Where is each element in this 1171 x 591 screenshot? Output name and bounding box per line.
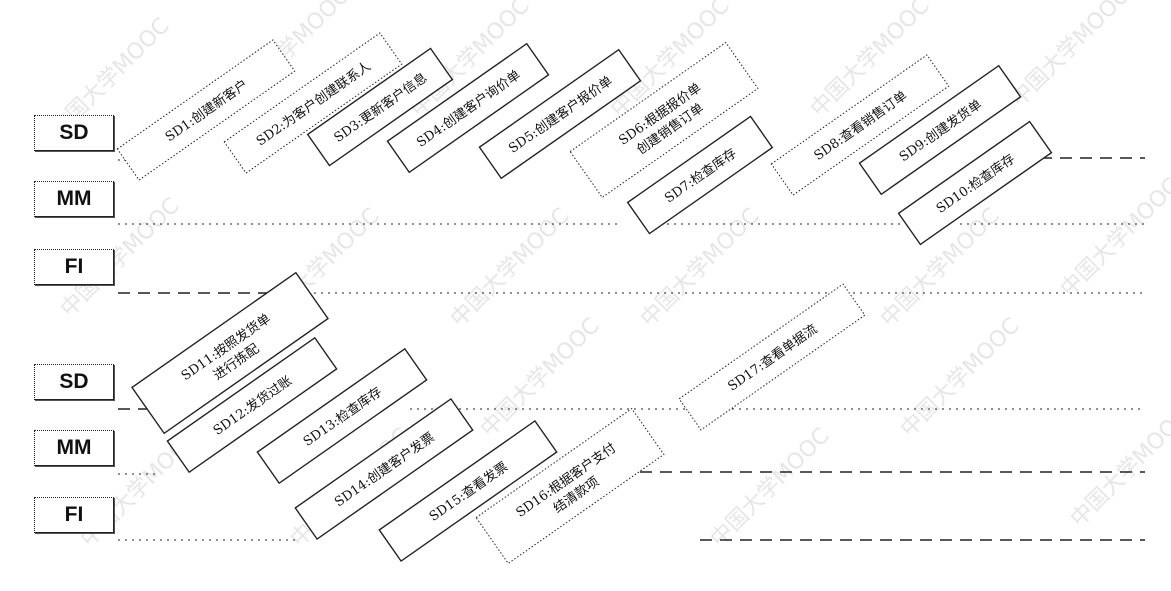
step-box-sd7 [626, 115, 774, 235]
step-box-sd4 [386, 42, 550, 174]
step-box-sd8 [770, 54, 950, 196]
step-label-sd14: SD14:创建客户发票 [332, 429, 438, 510]
lane-label-fi-top: FI [34, 249, 114, 285]
step-box-sd10 [897, 120, 1053, 246]
step-sd1: SD1:创建新客户 [116, 39, 296, 181]
step-box-sd15 [378, 419, 558, 563]
lane-label-mm-top: MM [34, 181, 114, 217]
step-box-sd14 [294, 397, 474, 541]
step-box-sd12 [166, 336, 338, 474]
step-box-sd11 [131, 271, 329, 435]
step-box-sd13 [256, 347, 428, 485]
swimlane-lines [118, 157, 1145, 541]
step-box-sd2 [223, 32, 403, 174]
lane-label-sd-top: SD [34, 115, 114, 151]
step-box-sd6 [569, 41, 759, 199]
step-box-sd17 [678, 283, 866, 431]
lane-label-mm-bottom: MM [34, 430, 114, 466]
step-box-sd9 [858, 64, 1022, 196]
step-box-sd1 [116, 39, 296, 181]
step-sd16: SD16:根据客户支付结清款项 [475, 407, 665, 565]
step-sd17: SD17:查看单据流 [678, 283, 866, 431]
step-sd10: SD10:检查库存 [897, 120, 1053, 246]
lane-label-sd-bottom: SD [34, 364, 114, 400]
step-box-sd5 [478, 48, 642, 180]
step-box-sd16 [475, 407, 665, 565]
step-box-sd3 [306, 47, 454, 167]
lane-label-fi-bottom: FI [34, 497, 114, 533]
